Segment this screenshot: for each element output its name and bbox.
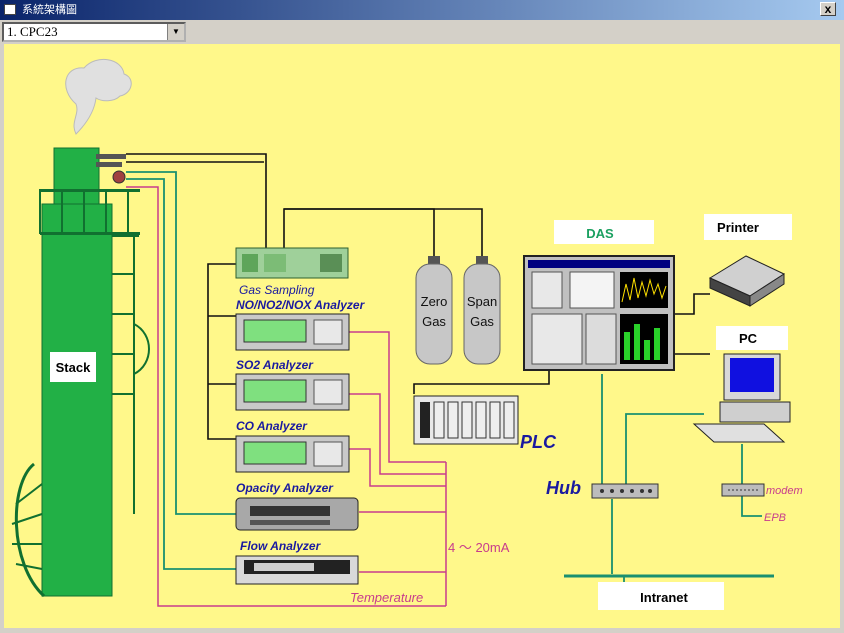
das-label: DAS — [586, 226, 614, 241]
stack-label: Stack — [56, 360, 91, 375]
opacity-analyzer-icon — [235, 497, 359, 531]
intranet-label: Intranet — [640, 590, 688, 605]
plc-label: PLC — [520, 432, 557, 452]
title-bar: 系統架構圖 x — [0, 0, 844, 20]
modem-label: modem — [766, 485, 803, 497]
temperature-label: Temperature — [350, 590, 423, 605]
signal-label: 4 ～ 20mA — [448, 540, 510, 555]
smoke-icon — [65, 59, 132, 135]
so2-analyzer-label: SO2 Analyzer — [236, 358, 314, 372]
printer-label-box — [704, 214, 792, 240]
intranet-label-box — [598, 582, 724, 610]
plc-icon — [413, 395, 519, 445]
signal-lines — [126, 186, 447, 607]
span-gas-label-line1: Span — [467, 294, 497, 309]
modem-icon — [721, 483, 765, 497]
stack-label-box — [50, 352, 96, 382]
network-lines — [126, 171, 774, 584]
chevron-down-icon[interactable]: ▼ — [167, 24, 184, 40]
system-diagram-canvas: Stack — [4, 44, 840, 628]
das-label-box — [554, 220, 654, 244]
hub-label: Hub — [546, 478, 581, 498]
close-button[interactable]: x — [820, 2, 836, 16]
sample-lines — [126, 153, 710, 440]
stack-icon — [11, 147, 150, 598]
das-screen-icon — [523, 255, 675, 371]
flow-analyzer-icon — [235, 555, 359, 585]
gas-sampling-unit-icon — [235, 247, 349, 279]
nox-analyzer-icon — [235, 313, 350, 351]
co-analyzer-label: CO Analyzer — [236, 419, 308, 433]
gas-sampling-label: Gas Sampling — [239, 283, 315, 297]
zero-gas-label-line1: Zero — [421, 294, 448, 309]
span-gas-cylinder-icon — [463, 256, 501, 365]
hub-icon — [591, 483, 659, 499]
opacity-analyzer-label: Opacity Analyzer — [236, 481, 334, 495]
printer-icon — [708, 255, 786, 307]
printer-label: Printer — [717, 220, 759, 235]
pc-label-box — [716, 326, 788, 350]
flow-analyzer-label: Flow Analyzer — [240, 539, 322, 553]
co-analyzer-icon — [235, 435, 350, 473]
zero-gas-label-line2: Gas — [422, 314, 446, 329]
station-select-value: 1. CPC23 — [7, 24, 58, 39]
span-gas-label-line2: Gas — [470, 314, 494, 329]
nox-analyzer-label: NO/NO2/NOX Analyzer — [236, 298, 366, 312]
zero-gas-cylinder-icon — [415, 256, 453, 365]
window-title: 系統架構圖 — [22, 3, 77, 16]
so2-analyzer-icon — [235, 373, 350, 411]
epb-label: EPB — [764, 512, 786, 524]
station-select[interactable]: 1. CPC23 ▼ — [2, 22, 186, 42]
pc-label: PC — [739, 331, 758, 346]
pc-icon — [692, 353, 791, 443]
window-icon — [4, 4, 16, 15]
